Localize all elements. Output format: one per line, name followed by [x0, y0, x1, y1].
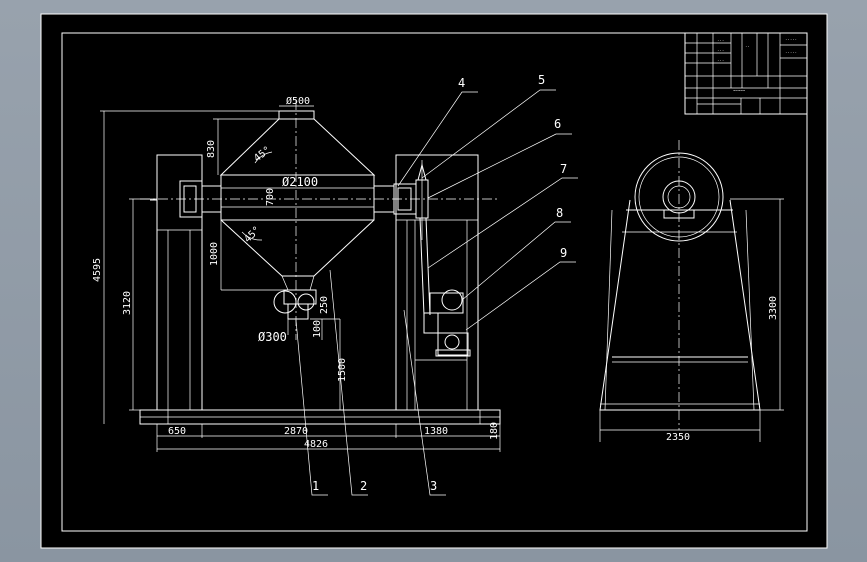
dim-left-offset: 650	[168, 426, 186, 437]
part-number-6: 6	[554, 117, 561, 131]
svg-text:···: ···	[717, 48, 724, 53]
svg-text:··: ··	[745, 44, 750, 49]
part-leaders: 4 5 6 7 8 9 1 2 3	[295, 73, 578, 496]
part-number-9: 9	[560, 246, 567, 260]
svg-text:···: ···	[717, 38, 724, 43]
title-block: ~~~~~ ··· ··· ··· ·· ····· ·····	[684, 32, 808, 115]
dim-overall-height: 4595	[92, 258, 103, 282]
part-number-8: 8	[556, 206, 563, 220]
dim-cone-height: 830	[206, 140, 217, 158]
dim-overall-width: 4826	[304, 439, 328, 450]
dim-outlet-a: 100	[312, 320, 323, 338]
front-view	[139, 100, 501, 425]
dim-side-width: 2350	[666, 432, 690, 443]
part-number-5: 5	[538, 73, 545, 87]
dim-right-offset: 1380	[424, 426, 448, 437]
dim-base-height: 180	[489, 422, 500, 440]
dim-lower-cone: 1000	[209, 242, 220, 266]
side-view: 2350 3300	[599, 140, 784, 443]
part-number-7: 7	[560, 162, 567, 176]
part-number-1: 1	[312, 479, 319, 493]
dim-outlet-dia: Ø300	[258, 330, 287, 344]
dim-top-port: Ø500	[286, 95, 310, 107]
svg-text:···: ···	[717, 58, 724, 63]
drawing-border	[61, 32, 808, 532]
dim-outlet-b: 250	[319, 296, 330, 314]
dim-drum-length: 700	[265, 188, 276, 206]
title-block-note: ~~~~~	[733, 88, 746, 93]
svg-text:·····: ·····	[785, 50, 797, 55]
drawing-sheet	[40, 13, 828, 549]
dim-side-height: 3300	[768, 296, 779, 320]
part-number-2: 2	[360, 479, 367, 493]
dim-drum-dia: Ø2100	[282, 175, 318, 189]
svg-text:·····: ·····	[785, 37, 797, 42]
dim-span: 2870	[284, 426, 308, 437]
dim-frame-height: 3120	[122, 291, 133, 315]
part-number-3: 3	[430, 479, 437, 493]
front-dimensions: Ø500 830 45° Ø2100 700 45° 1000 Ø300 100…	[92, 95, 501, 452]
part-number-4: 4	[458, 76, 465, 90]
dim-outlet-height: 1500	[337, 358, 348, 382]
